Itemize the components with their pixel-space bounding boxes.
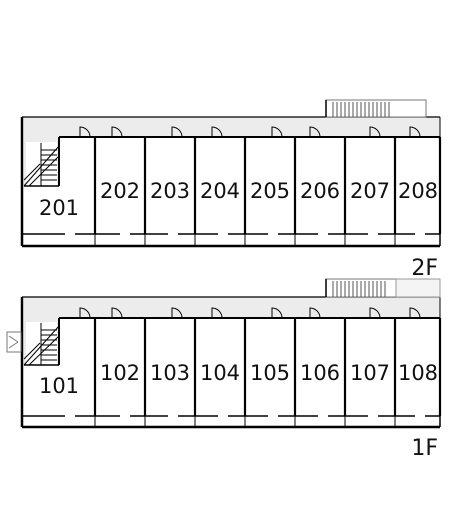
room-number: 107 xyxy=(350,361,390,385)
room-number: 203 xyxy=(150,179,190,203)
balcony-1f xyxy=(22,414,441,429)
room-number: 106 xyxy=(300,361,340,385)
room-number: 104 xyxy=(200,361,240,385)
party-walls-2f xyxy=(93,137,442,234)
balcony-2f xyxy=(22,232,441,248)
room-number: 102 xyxy=(100,361,140,385)
room-number: 205 xyxy=(250,179,290,203)
floor-label: 2F xyxy=(411,256,438,281)
outdoor-stair-1f xyxy=(325,278,441,298)
interior-stair-201 xyxy=(23,142,60,187)
party-walls-1f xyxy=(93,318,442,416)
outdoor-stair-2f xyxy=(325,99,427,118)
entrance-marker xyxy=(6,331,22,353)
floor-2f: 201 202 203 204 205 206 207 208 2F xyxy=(20,99,442,281)
room-number: 206 xyxy=(300,179,340,203)
room-number: 101 xyxy=(39,374,79,398)
room-number: 201 xyxy=(39,196,79,220)
room-number: 105 xyxy=(250,361,290,385)
doors-1f xyxy=(79,307,421,319)
floor-1f: 101 102 103 104 105 106 107 108 1F xyxy=(6,278,442,461)
room-number: 202 xyxy=(100,179,140,203)
interior-stair-101 xyxy=(23,322,60,366)
room-number: 108 xyxy=(398,361,438,385)
room-number: 207 xyxy=(350,179,390,203)
room-number: 204 xyxy=(200,179,240,203)
floor-label: 1F xyxy=(411,436,438,461)
corridor-2f xyxy=(24,117,440,186)
doors-2f xyxy=(79,126,421,138)
corridor-1f xyxy=(24,297,440,365)
room-number: 103 xyxy=(150,361,190,385)
room-number: 208 xyxy=(398,179,438,203)
